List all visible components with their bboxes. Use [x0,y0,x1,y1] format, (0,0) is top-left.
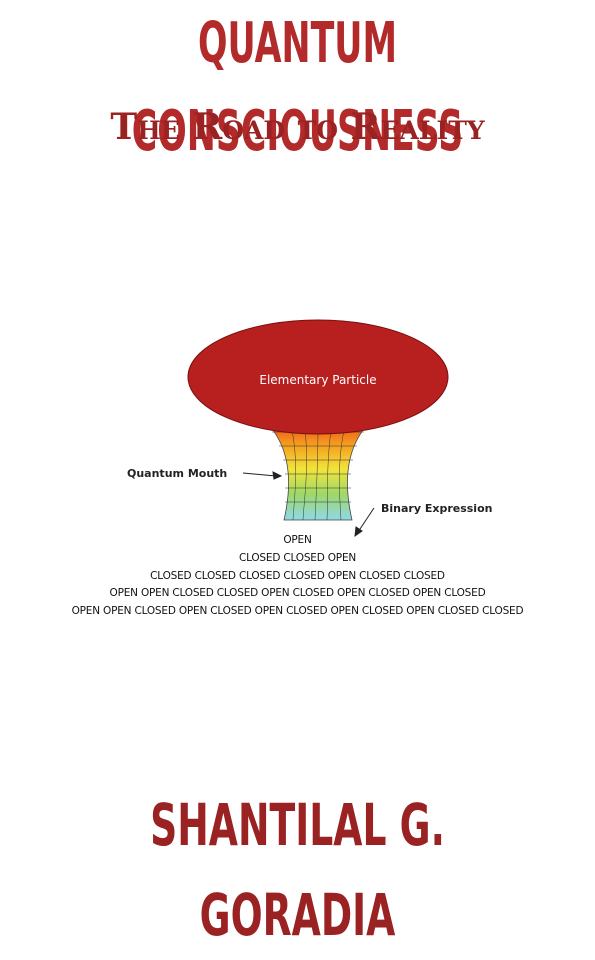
sequence-line-4: OPEN OPEN CLOSED CLOSED OPEN CLOSED OPEN… [109,587,486,600]
mouth-arrow [242,471,283,480]
sequence-line-2: CLOSED CLOSED OPEN [238,551,357,564]
funnel-shape [260,417,376,521]
sequence-line-3: CLOSED CLOSED CLOSED CLOSED OPEN CLOSED … [150,569,445,582]
author-name: SHANTILAL G. GORADIA [150,791,445,949]
elementary-particle-ellipse [187,319,449,435]
binary-label: Binary Expression [381,502,492,515]
sequence-line-1: OPEN [283,534,312,546]
sequence-line-5: OPEN OPEN CLOSED OPEN CLOSED OPEN CLOSED… [71,605,524,618]
mouth-label: Quantum Mouth [127,467,227,480]
quantum-mouth-diagram: Elementary Particle Quantum Mouth Binary… [127,319,492,538]
particle-label: Elementary Particle [259,373,376,387]
binary-sequence: OPEN CLOSED CLOSED OPEN CLOSED CLOSED CL… [0,532,595,621]
book-subtitle: The Road to Reality [110,106,485,148]
binary-arrow [354,507,375,538]
book-title: QUANTUM CONSCIOUSNESS [131,11,464,164]
